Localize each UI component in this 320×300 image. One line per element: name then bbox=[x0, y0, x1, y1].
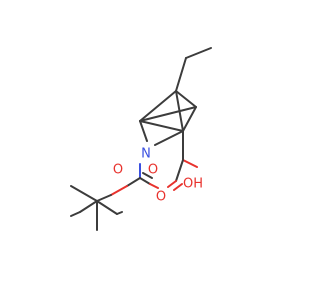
molecule-diagram: N O O O OH bbox=[70, 47, 212, 231]
bond-acid-c-oh bbox=[182, 159, 198, 168]
bond-c6-c4 bbox=[139, 120, 184, 132]
nitrogen-label: N bbox=[141, 147, 151, 162]
bond-c1-c4 bbox=[139, 90, 177, 122]
bond-c1-ch2 bbox=[175, 57, 187, 92]
bond-acid-co-2 bbox=[173, 183, 183, 191]
bond-boc-carbonyl-o bbox=[149, 183, 159, 189]
bond-boc-o-left bbox=[110, 185, 128, 196]
bond-tbu-center-lower-left bbox=[79, 200, 98, 213]
bond-o-tert-c bbox=[96, 194, 112, 202]
bond-tbu-center-right bbox=[96, 200, 118, 215]
bond-ch2-ch3 bbox=[185, 47, 212, 59]
bond-boc-carbonyl-1 bbox=[139, 177, 151, 185]
bond-c5-c6 bbox=[182, 106, 197, 132]
bond-tbu-center-left bbox=[70, 185, 98, 202]
acid-hydroxyl-label: OH bbox=[183, 177, 203, 192]
bond-c6-n bbox=[154, 130, 184, 146]
boc-ester-oxygen-label: O bbox=[113, 163, 123, 178]
bond-boc-carbonyl-2 bbox=[142, 172, 153, 179]
acid-carbonyl-oxygen-label: O bbox=[156, 190, 166, 205]
bond-acid-c-co bbox=[175, 159, 184, 182]
bond-boc-carbon-lower bbox=[126, 177, 141, 187]
bond-tbu-right-end bbox=[116, 211, 123, 215]
molecule-canvas: N O O O OH bbox=[70, 47, 212, 231]
boc-carbonyl-oxygen-label: O bbox=[148, 163, 158, 178]
bond-acid-co-1 bbox=[167, 180, 177, 188]
bond-c4-n bbox=[139, 120, 148, 142]
bond-c4-c5-rear bbox=[139, 106, 197, 122]
bond-tbu-left-end bbox=[70, 211, 81, 217]
bond-c1-c5 bbox=[175, 90, 197, 108]
